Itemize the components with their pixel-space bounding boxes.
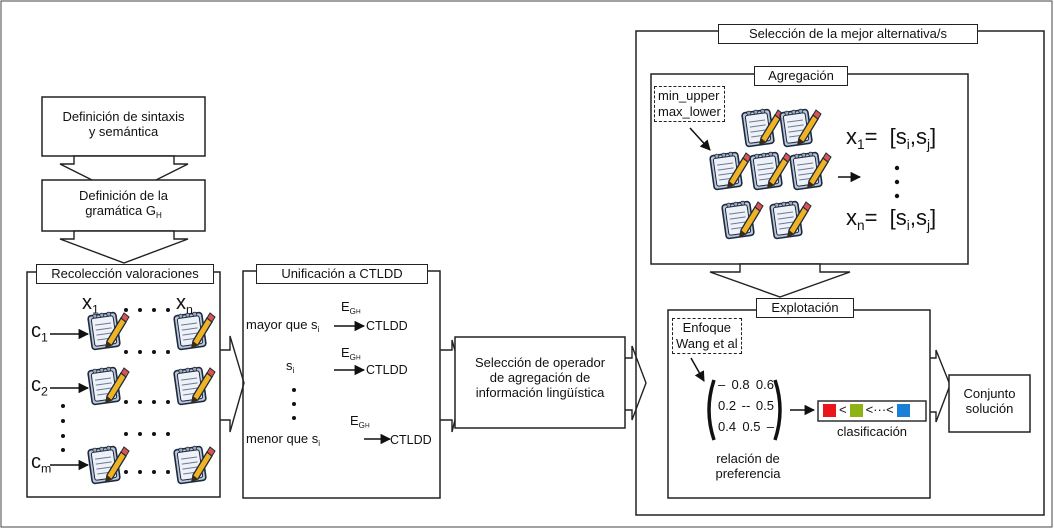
syntax-box-label: Definición de sintaxis y semántica bbox=[42, 109, 205, 140]
unification-row-3-operator: EGH bbox=[350, 413, 370, 430]
ranking-caption: clasificación bbox=[836, 424, 908, 439]
notepad-pencil-icon bbox=[740, 108, 784, 148]
approach-line-1: Enfoque bbox=[682, 320, 732, 335]
unification-row-1-operator: EGH bbox=[341, 299, 361, 316]
operator-box bbox=[454, 336, 626, 429]
approach-line-2: Wang et al bbox=[676, 336, 738, 351]
operator-min-upper: min_upper bbox=[658, 88, 720, 103]
unification-row-3-left: menor que si bbox=[246, 431, 321, 448]
ranking-less-than: < bbox=[839, 402, 847, 417]
expert-label-2: c2 bbox=[31, 374, 48, 399]
notepad-pencil-icon bbox=[708, 151, 752, 191]
ranking-chain: <···< bbox=[865, 402, 894, 417]
notepad-pencil-icon bbox=[778, 108, 822, 148]
syntax-line-2: y semántica bbox=[88, 123, 159, 139]
grammar-box bbox=[41, 179, 206, 232]
ellipsis-dots bbox=[61, 308, 170, 474]
flow-arrow-3 bbox=[709, 263, 851, 298]
approach-box: Enfoque Wang et al bbox=[672, 318, 742, 354]
notepad-pencil-icon bbox=[86, 445, 130, 485]
unification-row-1-target: CTLDD bbox=[366, 319, 408, 333]
collection-title: Recolección valoraciones bbox=[36, 264, 214, 284]
exploitation-title: Explotación bbox=[756, 298, 854, 318]
notepad-pencil-icon bbox=[748, 151, 792, 191]
selection-title: Selección de la mejor alternativa/s bbox=[718, 24, 978, 44]
notepad-pencil-icon bbox=[768, 200, 812, 240]
expert-label-1: c1 bbox=[31, 320, 48, 345]
notepad-pencil-icon bbox=[86, 311, 130, 351]
solution-box bbox=[948, 374, 1031, 433]
unification-row-3-target: CTLDD bbox=[390, 433, 432, 447]
operator-line-1: Selección de operador bbox=[474, 355, 606, 370]
syntax-line-1: Definición de sintaxis bbox=[62, 109, 185, 124]
unification-row-2-left: si bbox=[286, 358, 295, 375]
notepad-pencil-icon bbox=[172, 366, 216, 406]
unification-title: Unificación a CTLDD bbox=[256, 264, 428, 284]
notepad-pencil-icon bbox=[86, 366, 130, 406]
ranking-content: < <···< bbox=[823, 402, 910, 418]
grammar-line-2: gramática G bbox=[85, 202, 156, 218]
connector-3 bbox=[625, 345, 647, 421]
aggregation-operators: min_upper max_lower bbox=[654, 86, 725, 122]
aggregation-result-1: x1= [si,sj] bbox=[846, 124, 937, 152]
flow-arrow-2 bbox=[59, 230, 189, 264]
grammar-line-1: Definición de la bbox=[79, 188, 168, 203]
solution-label: Conjunto solución bbox=[949, 386, 1030, 417]
connector-1 bbox=[220, 335, 245, 433]
unification-row-2-target: CTLDD bbox=[366, 363, 408, 377]
solution-line-1: Conjunto bbox=[963, 386, 1016, 401]
notepad-pencil-icon bbox=[720, 200, 764, 240]
connector-4 bbox=[930, 349, 951, 423]
notepad-pencil-icon bbox=[788, 151, 832, 191]
aggregation-title: Agregación bbox=[754, 66, 848, 86]
unification-row-1-left: mayor que si bbox=[246, 317, 320, 334]
alternative-label-n: xn bbox=[176, 292, 193, 317]
aggregation-result-n: xn= [si,sj] bbox=[846, 205, 937, 233]
grammar-box-label: Definición de la gramática GH bbox=[42, 188, 205, 220]
matrix-caption: relación de preferencia bbox=[715, 451, 781, 481]
unification-row-2-operator: EGH bbox=[341, 345, 361, 362]
operator-line-3: información lingüística bbox=[475, 384, 605, 400]
operator-line-2: de agregación de bbox=[489, 369, 591, 385]
alternative-label-1: x1 bbox=[82, 292, 99, 317]
ranking-swatch-green bbox=[849, 403, 863, 417]
ranking-swatch-blue bbox=[896, 403, 910, 417]
operator-max-lower: max_lower bbox=[658, 104, 721, 119]
notepad-pencil-icon bbox=[172, 445, 216, 485]
grammar-subscript: H bbox=[156, 210, 162, 220]
ranking-swatch-red bbox=[823, 403, 836, 417]
solution-line-2: solución bbox=[965, 400, 1014, 416]
notepad-pencil-icon bbox=[172, 311, 216, 351]
operator-box-label: Selección de operador de agregación de i… bbox=[455, 355, 625, 401]
expert-label-m: cm bbox=[31, 451, 52, 476]
